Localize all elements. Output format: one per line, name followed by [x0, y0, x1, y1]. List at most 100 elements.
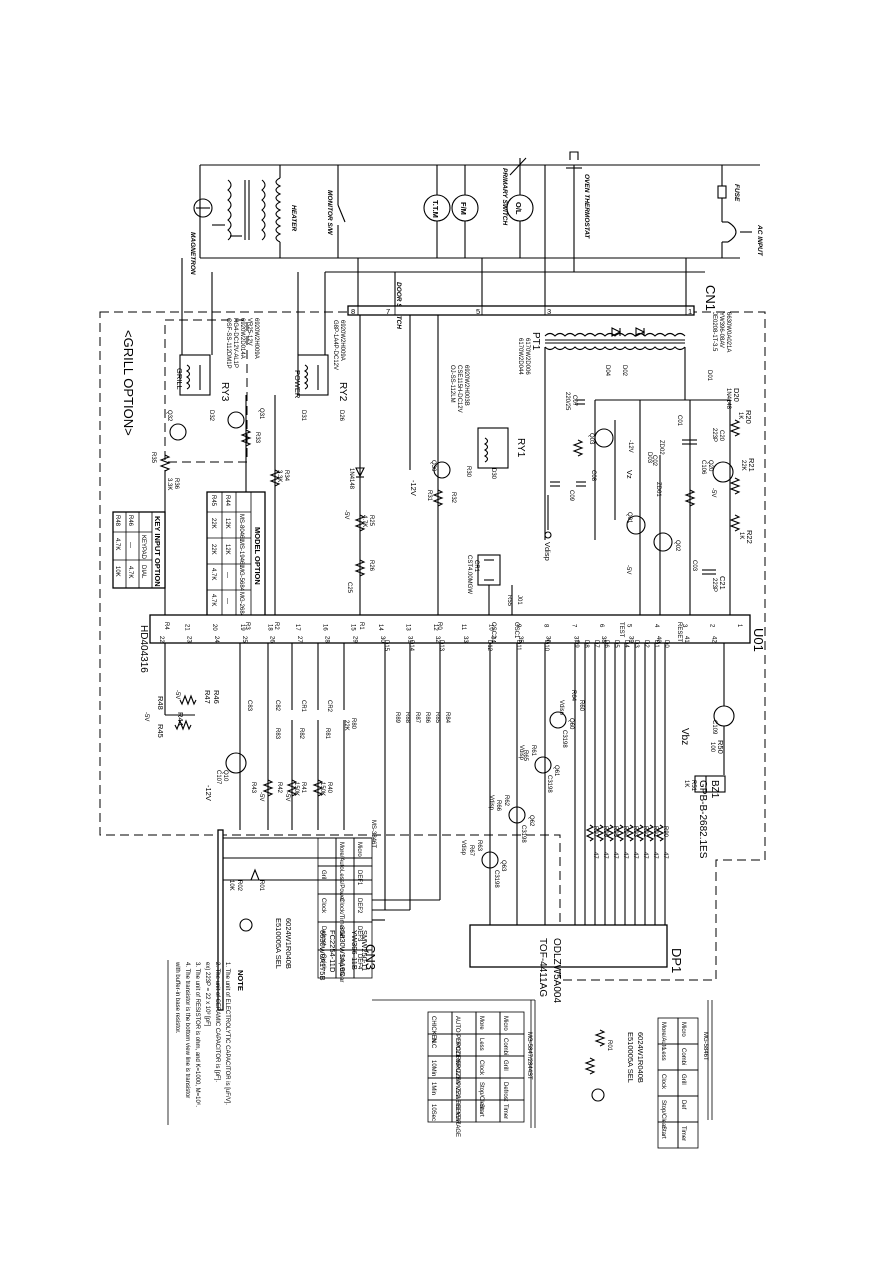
model-option-r2c4: 4.7K [210, 594, 216, 606]
ac-input-icon [721, 221, 752, 258]
u01-pin-number: 19 [239, 624, 245, 631]
j01-label: J01 [516, 595, 522, 605]
resistor-label: R97 [592, 826, 598, 838]
lamp-label: O/L [514, 202, 523, 215]
keypad-2-key: FROZEN PIZZA [454, 1038, 460, 1081]
resistor-value: 47 [602, 852, 608, 859]
r61-label: R61 [530, 745, 536, 757]
model-option-r2c2: 22K [210, 544, 216, 555]
pt1-part-2: 6170W2D044 [517, 338, 523, 375]
resistor-value: 47 [622, 852, 628, 859]
d26-label: D26 [338, 410, 344, 422]
key-input-r1c2: 4.7K [127, 566, 133, 578]
r44-label: R44 [176, 712, 185, 726]
keypad-option-2: MG-5847/2844ST MicroCombiGrillDefrostTim… [372, 999, 536, 1137]
keypad-main-key: DEF3 [356, 926, 362, 942]
r35-label: R35 [150, 452, 156, 464]
hv-transformer-icon [212, 179, 266, 241]
cr1-label: CR1 [473, 560, 479, 573]
model-option-r1c3: — [224, 572, 230, 578]
u01-pin-number: 34 [489, 636, 495, 643]
u01-pin-number: 10 [487, 624, 493, 631]
monitor-switch-label: MONITOR S/W [326, 190, 333, 236]
u01-pin-r0: R0 [436, 622, 442, 630]
bz1-label: BZ1 [709, 780, 720, 799]
top-labels: MAGNETRON HEATER MONITOR S/W DOOR SWITCH… [189, 168, 763, 329]
d02-label: D02 [621, 365, 627, 377]
u01-pin-number: 7 [570, 624, 576, 628]
u01-pin-test: TEST [618, 622, 624, 638]
u01-pin-d7: D7 [593, 640, 599, 648]
r36-label: R36 [173, 478, 179, 490]
cr2-label: CR2 [326, 700, 332, 713]
model-option-h2: MS-1946L [238, 540, 244, 568]
c83-label: C83 [246, 700, 252, 712]
kpm-r02: R02 [236, 880, 242, 892]
keypad-1-key: Timer [680, 1126, 686, 1141]
r87-label: R87 [414, 712, 420, 724]
cn1-part-2: YW396-08AV [718, 312, 724, 348]
u01-pin-number: 6 [598, 624, 604, 628]
heater-label: HEATER [290, 205, 297, 232]
u01-pin-d11: D11 [515, 640, 521, 651]
u01-pin-number: 29 [351, 636, 357, 643]
c3198-63: C3198 [493, 870, 499, 888]
u01-pin-d4: D4 [623, 640, 629, 648]
keypad-main-cell [317, 949, 337, 979]
u01-pin-number: 35 [517, 636, 523, 643]
keypad-2-key: Stop/Clear [478, 1082, 484, 1110]
q20-part: C106 [700, 460, 706, 475]
r50-val: 100 [709, 742, 715, 753]
key-input-h2: DIAL [140, 565, 146, 579]
d25-label: 1N4148 [348, 468, 354, 490]
keypad-1-cell [657, 1121, 679, 1149]
u01-pin-number: 26 [268, 636, 274, 643]
resistor-label: R94 [622, 826, 628, 838]
kpm-note-3: FC2254-11D [328, 930, 337, 973]
r47-label: R47 [203, 690, 212, 704]
u01-pin-d6: D6 [603, 640, 609, 648]
u01-pin-number: 16 [322, 624, 328, 631]
resistor-r94 [615, 824, 625, 842]
r33-label: R33 [254, 432, 260, 444]
keypad-2-key: PIZZA REHEAT [454, 1082, 460, 1125]
keypad-main-key: DEF1 [356, 870, 362, 886]
keypad-1-key: Combi [680, 1048, 686, 1065]
keypad-main-key: DEF4 [356, 954, 362, 970]
r41-val: 150K [293, 782, 299, 796]
keypad-1-key: Clock [660, 1074, 666, 1090]
c07-val: 220/25 [564, 392, 570, 411]
note-title: NOTE [236, 970, 245, 991]
fuse-icon [717, 165, 727, 222]
r55-label: R55 [506, 595, 512, 607]
kp2-label: MG-5847/2844ST [526, 1032, 532, 1080]
resistor-value: 47 [632, 852, 638, 859]
u01-pin-number: 21 [184, 624, 190, 631]
kpm-note-5: YW396-11B [350, 930, 359, 970]
q10-label: Q10 [222, 770, 228, 782]
cn1-part-3: JE0208-1T-3.5 [711, 312, 717, 352]
resistor-value: 47 [612, 852, 618, 859]
vdisp-62: Vdisp [488, 795, 494, 811]
key-input-r2c2: 10K [114, 566, 120, 577]
cn1-part-1: 6630W0A021A [725, 312, 731, 352]
kpm-note-4: 6630W0A175B [318, 930, 327, 980]
d32-label: D32 [208, 410, 214, 422]
keypad-main-key: Micro [356, 842, 362, 857]
dp1-part-1: ODLZW5A004 [551, 938, 562, 1003]
note-line-2: ex) 223P = 22 x 10³ [pF] [204, 962, 210, 1027]
resistor-value: 47 [592, 852, 598, 859]
pt1-part-1: 6170W2D006 [524, 338, 530, 375]
cn1-pin-5: 5 [476, 307, 480, 316]
r46-label: R46 [212, 690, 221, 704]
r86-label: R86 [424, 712, 430, 724]
key-input-r1c1: — [127, 542, 133, 548]
cn1-pin-1: 1 [688, 307, 692, 316]
neg5-r43: -5V [258, 792, 264, 801]
keypad-2-key: FROZEN VEGE [454, 1060, 460, 1103]
u01-pin-number: 4 [653, 624, 659, 628]
keypad-2-key: Micro [502, 1016, 508, 1031]
ry2-label: RY2 [337, 382, 348, 402]
c09-label: C09 [568, 490, 574, 502]
